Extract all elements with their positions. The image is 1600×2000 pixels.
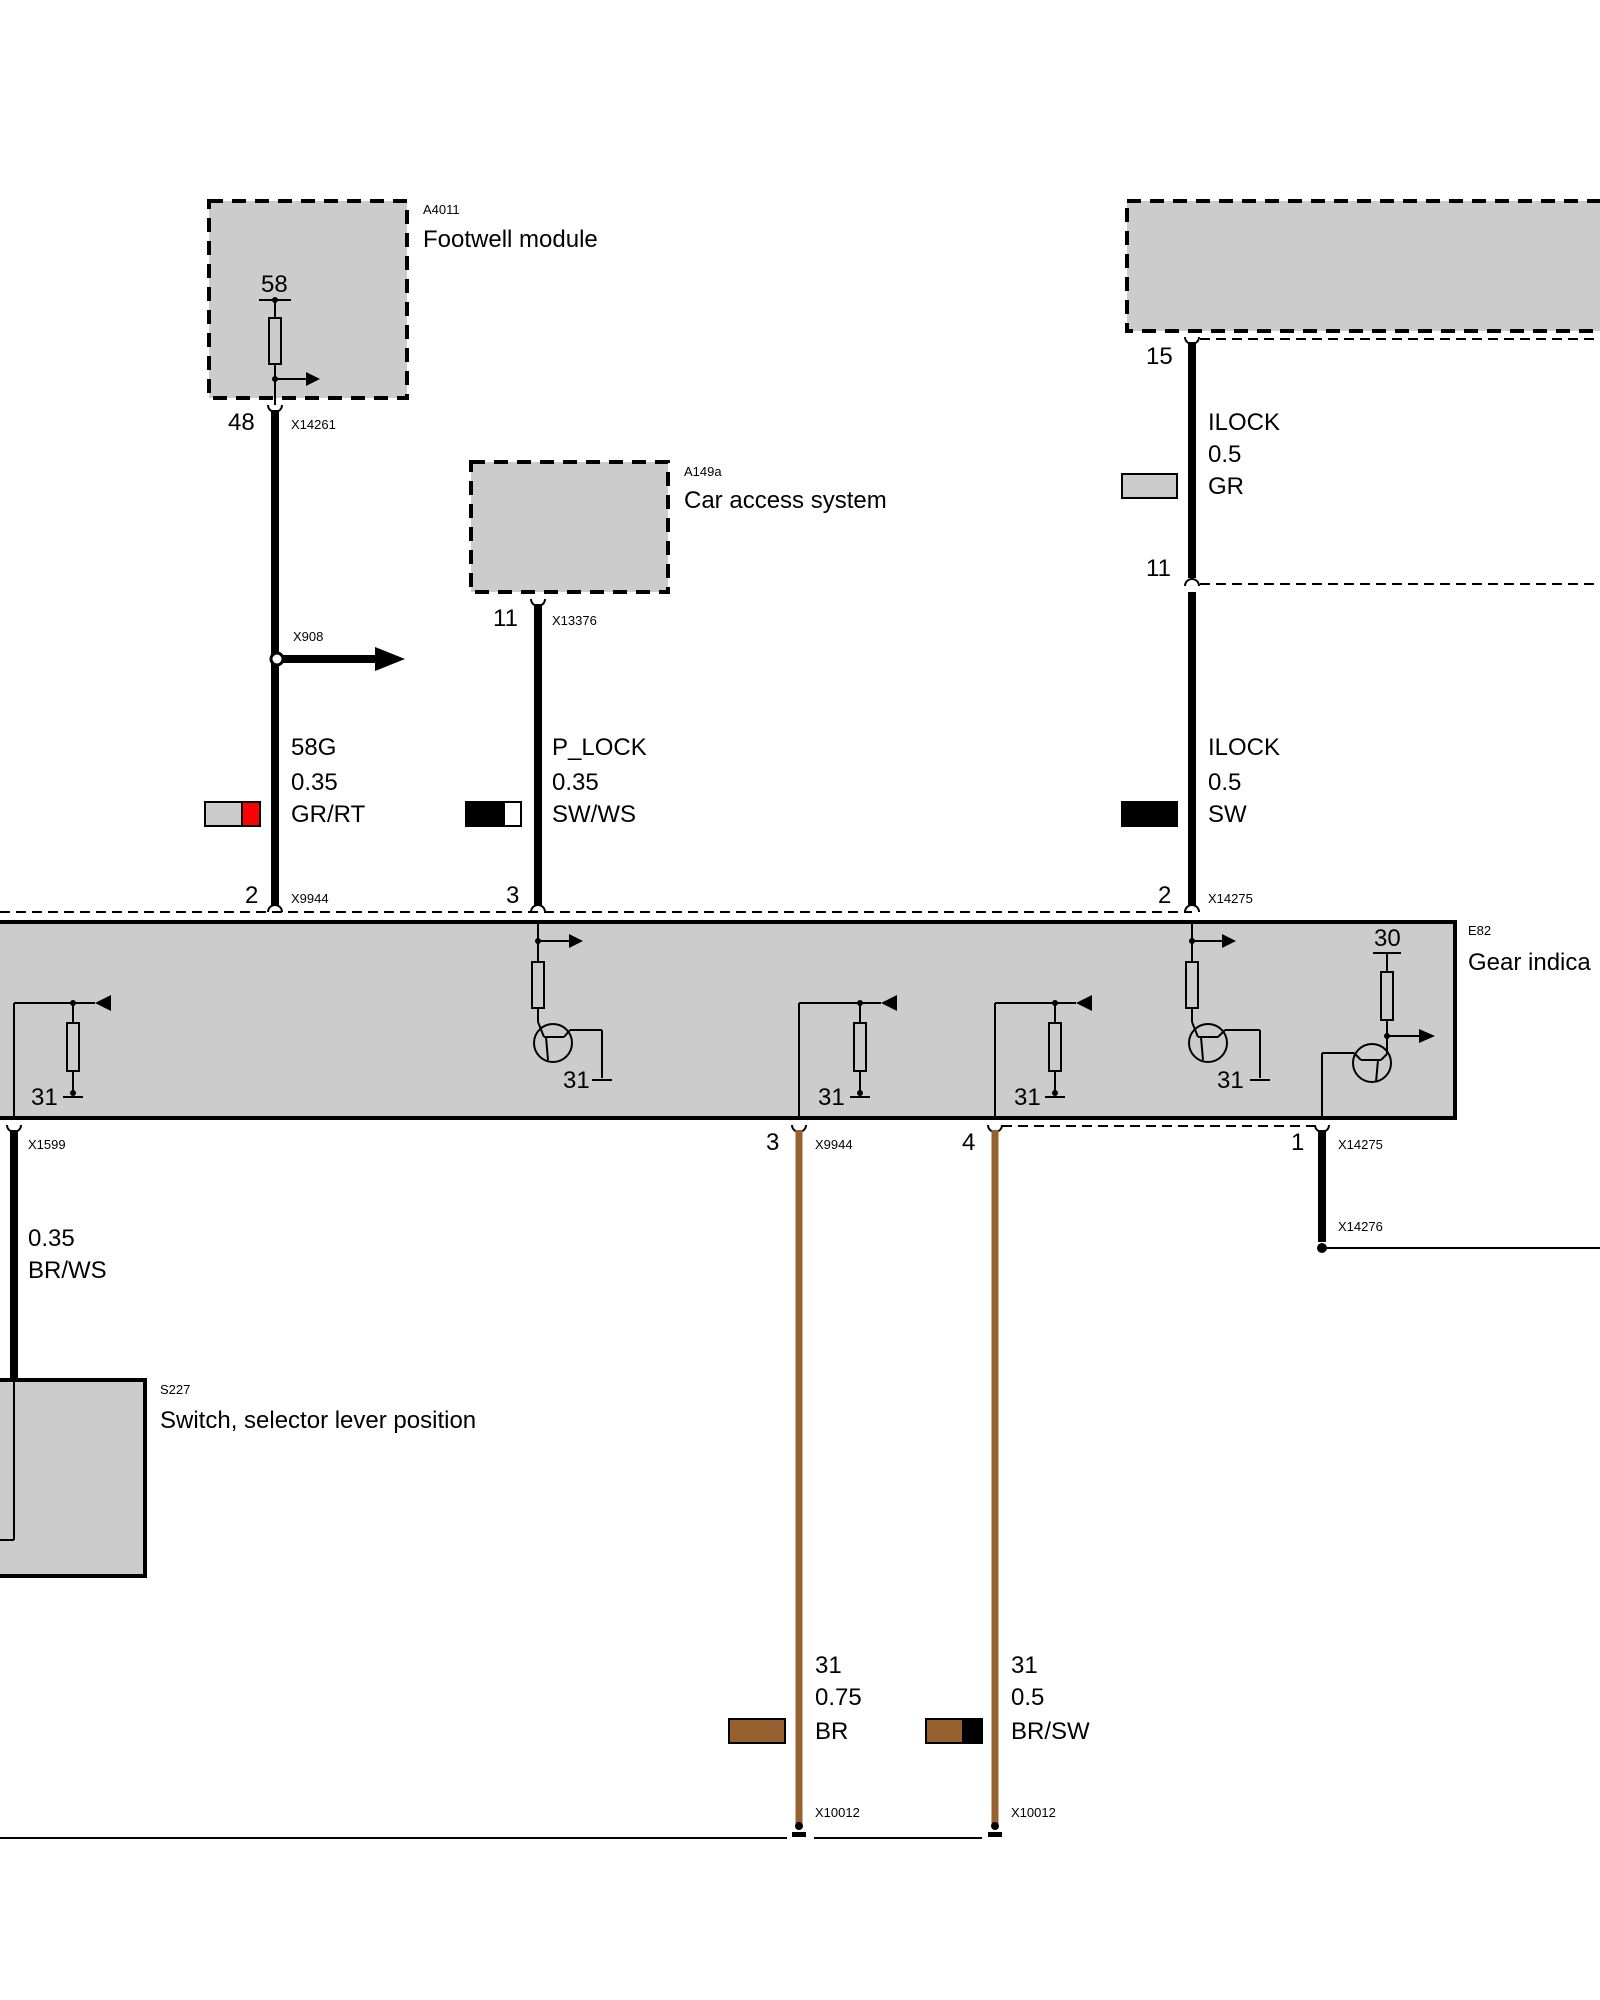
pin-3-x9944-bottom: 3 [766, 1129, 779, 1156]
wire-ilock-sw-color: SW [1208, 801, 1247, 828]
splice-x908 [269, 651, 285, 667]
selector-switch-code: S227 [160, 1382, 190, 1397]
connector-x10012-2: X10012 [1011, 1805, 1056, 1820]
car-access-module-box[interactable] [469, 460, 670, 594]
gear-indicator-transistor-output [1321, 952, 1435, 1118]
connector-x14276: X14276 [1338, 1219, 1383, 1234]
selector-switch-module-box[interactable] [0, 1378, 147, 1578]
wire-58g-color: GR/RT [291, 801, 366, 828]
pin-socket-11-inline-top [1184, 578, 1200, 587]
gear-indicator-module-box[interactable] [0, 920, 1457, 1120]
wire-31-brsw-size: 0.5 [1011, 1684, 1044, 1711]
selector-switch-name: Switch, selector lever position [160, 1407, 476, 1434]
wire-color-swatch-gr [1121, 473, 1178, 499]
gear-indicator-transistor-plock [531, 920, 612, 1081]
footwell-internal-circuit [259, 297, 320, 405]
connector-x908: X908 [293, 629, 323, 644]
pin-11-inline: 11 [1146, 555, 1171, 582]
ground-terminal-2 [988, 1832, 1002, 1837]
wire-31-br-size: 0.75 [815, 1684, 862, 1711]
connector-x13376: X13376 [552, 613, 597, 628]
connector-x9944-bottom: X9944 [815, 1137, 853, 1152]
connector-x14275-bottom: X14275 [1338, 1137, 1383, 1152]
wire-p-lock-size: 0.35 [552, 769, 599, 796]
pin-socket-3-top [530, 904, 546, 913]
wire-color-swatch-swws [465, 801, 522, 827]
pin-1: 1 [1291, 1129, 1304, 1156]
wire-p-lock-color: SW/WS [552, 801, 636, 828]
gnd-label-4: 31 [1014, 1084, 1041, 1111]
gnd-label-1: 31 [31, 1084, 58, 1111]
wire-color-swatch-brsw [925, 1718, 983, 1744]
wire-color-swatch-sw [1121, 801, 1178, 827]
ground-point-1 [795, 1822, 803, 1830]
connector-x9944-top: X9944 [291, 891, 329, 906]
pin-4: 4 [962, 1129, 975, 1156]
ground-point-2 [991, 1822, 999, 1830]
wire-31-br-color: BR [815, 1718, 848, 1745]
wire-31-brsw-color: BR/SW [1011, 1718, 1090, 1745]
pin-socket-2-x9944 [267, 904, 283, 913]
gear-indicator-pullup-3 [994, 995, 1092, 1118]
pin-30: 30 [1374, 925, 1401, 952]
gear-indicator-name: Gear indica [1468, 949, 1591, 976]
pin-15: 15 [1146, 343, 1173, 370]
gnd-label-2: 31 [563, 1067, 590, 1094]
car-access-module-name: Car access system [684, 487, 887, 514]
wire-color-swatch-br [728, 1718, 786, 1744]
pin-2-x9944: 2 [245, 882, 258, 909]
connector-x14275-top: X14275 [1208, 891, 1253, 906]
wire-58g-size: 0.35 [291, 769, 338, 796]
connector-x14261: X14261 [291, 417, 336, 432]
gear-indicator-code: E82 [1468, 923, 1491, 938]
pin-48: 48 [228, 409, 255, 436]
pin-socket-2-x14275 [1184, 904, 1200, 913]
pin-3-x9944-top: 3 [506, 882, 519, 909]
footwell-module-code: A4011 [423, 202, 460, 217]
footwell-internal-pin: 58 [261, 271, 288, 298]
arrow-x908-icon [375, 647, 405, 671]
gnd-label-3: 31 [818, 1084, 845, 1111]
wire-ilock-sw-size: 0.5 [1208, 769, 1241, 796]
wire-brws-size: 0.35 [28, 1225, 75, 1252]
gear-indicator-transistor-ilock [1185, 920, 1270, 1081]
wire-p-lock-signal: P_LOCK [552, 734, 647, 761]
footwell-module-name: Footwell module [423, 226, 598, 253]
pin-2-x14275: 2 [1158, 882, 1171, 909]
wire-31-brsw-signal: 31 [1011, 1652, 1038, 1679]
wire-color-swatch-grrt [204, 801, 261, 827]
connector-x10012-1: X10012 [815, 1805, 860, 1820]
wire-ilock-sw-signal: ILOCK [1208, 734, 1280, 761]
ilock-source-module-box[interactable] [1125, 199, 1600, 333]
wire-58g-signal: 58G [291, 734, 336, 761]
gnd-label-5: 31 [1217, 1067, 1244, 1094]
wire-31-br-signal: 31 [815, 1652, 842, 1679]
gear-indicator-pullup-1 [13, 995, 111, 1118]
wire-ilock-gr-size: 0.5 [1208, 441, 1241, 468]
ground-terminal-1 [792, 1832, 806, 1837]
car-access-module-code: A149a [684, 464, 722, 479]
wire-ilock-gr-color: GR [1208, 473, 1244, 500]
footwell-module-box[interactable] [207, 199, 409, 400]
wire-ilock-gr-signal: ILOCK [1208, 409, 1280, 436]
wire-brws-color: BR/WS [28, 1257, 107, 1284]
gear-indicator-pullup-2 [798, 995, 897, 1118]
pin-11-car-access: 11 [493, 605, 518, 632]
connector-x1599: X1599 [28, 1137, 66, 1152]
